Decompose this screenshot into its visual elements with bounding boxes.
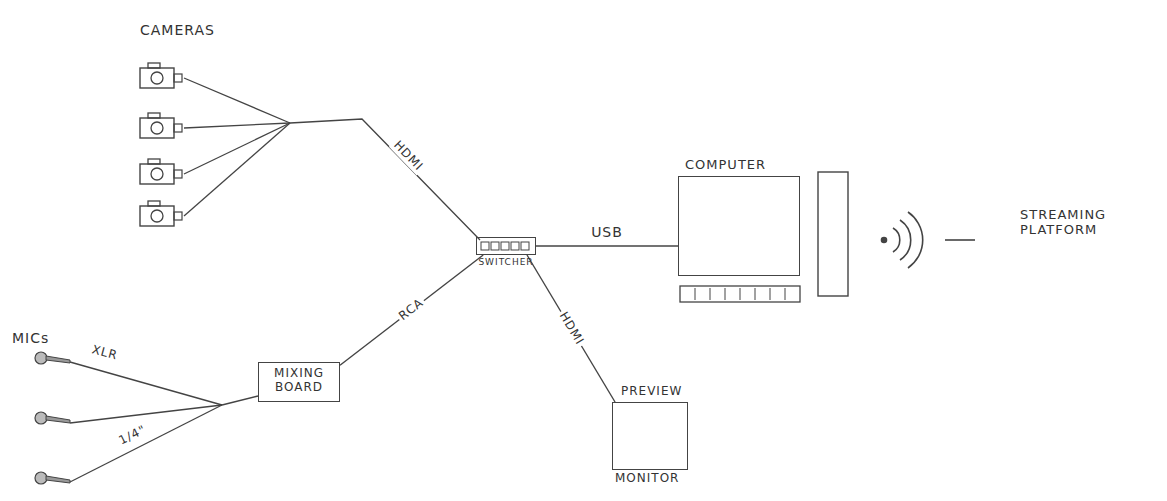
switcher-box: SWITCHER: [476, 237, 536, 255]
mic-icon: [35, 472, 70, 484]
group-label: CAMERAS: [140, 22, 215, 38]
keyboard: [680, 286, 800, 302]
mixing-board: MIXING BOARD: [258, 362, 340, 402]
cable-label: 1/4": [115, 422, 151, 449]
camera-wires: [184, 78, 480, 240]
cable-label: HDMI: [389, 137, 427, 175]
mic-icon: [35, 412, 70, 424]
cable-label: XLR: [90, 343, 119, 363]
camera-icon: [140, 113, 182, 138]
camera-icon: [140, 159, 182, 184]
node-label: MONITOR: [615, 472, 679, 486]
computer-monitor: COMPUTER: [678, 176, 800, 276]
node-label: MIXING BOARD: [259, 363, 339, 399]
destination-label: STREAMING PLATFORM: [1020, 208, 1140, 238]
mic-icon: [35, 352, 70, 364]
keyboard-keys: [695, 288, 785, 300]
group-label: MICs: [12, 330, 49, 346]
mic-wires: [70, 362, 258, 482]
cable: [340, 255, 483, 365]
node-label: SWITCHER: [478, 257, 533, 267]
camera-icon: [140, 63, 182, 88]
switcher-buttons: [481, 242, 529, 250]
node-label: COMPUTER: [685, 158, 766, 173]
wireless-symbol: [882, 212, 976, 268]
cable-label: RCA: [395, 295, 428, 325]
cable-label: USB: [589, 224, 625, 240]
node-label: PREVIEW: [621, 385, 682, 399]
computer-tower: [818, 172, 848, 296]
cable: [527, 255, 615, 402]
camera-icon: [140, 201, 182, 226]
cable: [536, 245, 678, 246]
cable-label: HDMI: [555, 308, 587, 350]
preview-monitor: PREVIEWMONITOR: [612, 402, 688, 470]
